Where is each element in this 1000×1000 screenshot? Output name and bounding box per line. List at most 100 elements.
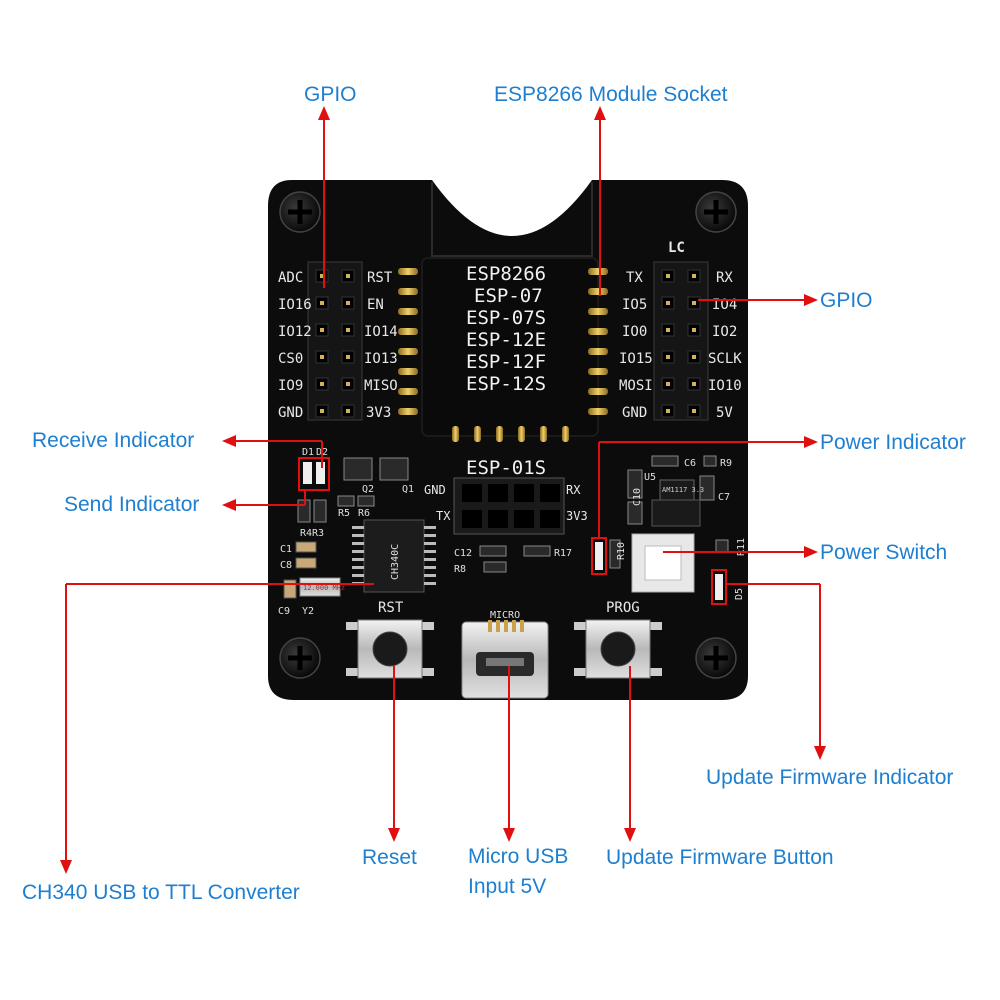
header-pin-tip [320, 328, 324, 332]
reset-button [346, 619, 434, 679]
module-pins-bottom [452, 426, 569, 442]
module-pins-left [398, 268, 418, 415]
header-pin-tip [666, 409, 670, 413]
module-pin [588, 328, 608, 335]
left-inner-label: 3V3 [366, 405, 391, 421]
callout-send-indicator: Send Indicator [64, 493, 200, 516]
component-label: R5 [338, 508, 350, 519]
callout-update-fw-button: Update Firmware Button [606, 846, 834, 869]
module-pin [588, 308, 608, 315]
left-header-label: IO16 [278, 297, 312, 313]
module-name: ESP-07S [466, 307, 546, 329]
module-pin [496, 426, 503, 442]
chip-leg [352, 574, 364, 577]
module-name: ESP-12F [466, 351, 546, 373]
component-label: R9 [720, 458, 732, 469]
chip-leg [424, 542, 436, 545]
header-pin-tip [346, 274, 350, 278]
component-label: C12 [454, 548, 472, 559]
right-gpio-header [653, 261, 709, 421]
module-pin [588, 288, 608, 295]
header-pin-tip [692, 328, 696, 332]
chip-leg [352, 534, 364, 537]
header-pin-tip [320, 274, 324, 278]
module-name: ESP-12E [466, 329, 546, 351]
component-label: R11 [736, 538, 747, 556]
component-label: C6 [684, 458, 696, 469]
module-pin [474, 426, 481, 442]
chip-leg [352, 550, 364, 553]
component-label: R17 [554, 548, 572, 559]
component-label: C10 [632, 488, 643, 506]
component-label: C9 [278, 606, 290, 617]
component-label: Q1 [402, 484, 414, 495]
module-pin [452, 426, 459, 442]
esp01-socket [453, 477, 565, 535]
callout-micro-usb: Micro USB Input 5V [468, 842, 568, 902]
component-label: C7 [718, 492, 730, 503]
callout-gpio-right: GPIO [820, 289, 873, 312]
esp01-pin-label: GND [424, 483, 446, 497]
component-label: R8 [454, 564, 466, 575]
right-inner-label: IO5 [622, 297, 647, 313]
component-label: R10 [616, 542, 627, 560]
chip-leg [352, 558, 364, 561]
module-pin [398, 368, 418, 375]
left-header-label: ADC [278, 270, 303, 286]
screw-icon [279, 191, 737, 679]
module-pin [588, 408, 608, 415]
chip-leg [424, 550, 436, 553]
micro-usb-port [461, 620, 549, 699]
module-pin [540, 426, 547, 442]
regulator-marking: AM1117 3.3 [662, 486, 704, 494]
header-pin-tip [320, 301, 324, 305]
ch340-chip [352, 519, 436, 593]
module-pin [588, 348, 608, 355]
crystal-marking: 12.000 MHz [303, 584, 345, 592]
component-label: R6 [358, 508, 370, 519]
esp01-pin-label: TX [436, 509, 451, 523]
header-pin-tip [320, 409, 324, 413]
annotation-arrows [60, 106, 826, 874]
module-pin [588, 368, 608, 375]
header-pin-tip [692, 409, 696, 413]
right-inner-label: IO0 [622, 324, 647, 340]
header-pin-tip [666, 328, 670, 332]
chip-leg [424, 534, 436, 537]
header-pin-tip [692, 274, 696, 278]
power-switch [631, 533, 695, 593]
component-label: Q2 [362, 484, 374, 495]
callout-module-socket: ESP8266 Module Socket [494, 83, 728, 106]
module-pin [398, 268, 418, 275]
module-pin [398, 328, 418, 335]
right-inner-label: GND [622, 405, 647, 421]
left-header-label: GND [278, 405, 303, 421]
prog-button [574, 619, 662, 679]
button-label-rst: RST [378, 600, 404, 616]
module-pins-right [588, 268, 608, 415]
led-rx-tx [298, 457, 330, 491]
callout-micro-usb-line1: Micro USB [468, 845, 569, 868]
module-pin [562, 426, 569, 442]
right-header-label: IO10 [708, 378, 742, 394]
component-label: C1 [280, 544, 292, 555]
left-header-label: CS0 [278, 351, 303, 367]
component-label: R4R3 [300, 528, 324, 539]
module-name: ESP8266 [466, 263, 546, 285]
module-pin [398, 388, 418, 395]
component-label: U5 [644, 472, 656, 483]
left-gpio-header [307, 261, 363, 421]
header-pin-tip [346, 409, 350, 413]
header-pin-tip [346, 328, 350, 332]
callout-micro-usb-line2: Input 5V [468, 875, 547, 898]
led-label: D1 [302, 447, 314, 458]
right-header-label: RX [716, 270, 733, 286]
esp01-label: ESP-01S [466, 457, 546, 479]
left-inner-label: EN [367, 297, 384, 313]
component-label: Y2 [302, 606, 314, 617]
esp01-pin-label: RX [566, 483, 581, 497]
chip-leg [424, 574, 436, 577]
chip-leg [424, 558, 436, 561]
header-pin-tip [692, 355, 696, 359]
